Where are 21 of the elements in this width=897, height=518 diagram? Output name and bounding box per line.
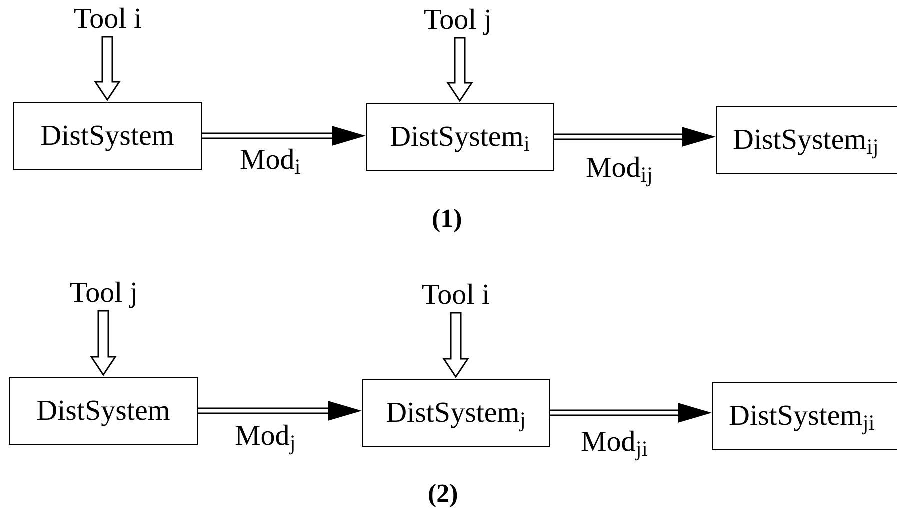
process-box: DistSystem$_{j}$	[362, 379, 550, 447]
process-box: DistSystem	[13, 102, 202, 170]
figure-number: (1)	[432, 206, 462, 232]
hollow-arrow	[442, 312, 470, 378]
process-box: DistSystem	[9, 377, 198, 445]
hollow-arrow	[446, 37, 474, 102]
process-box: DistSystem$_{i}$	[366, 103, 554, 171]
figure-number: (2)	[428, 481, 458, 507]
tool-label: Tool j	[416, 3, 500, 37]
hollow-arrow	[94, 36, 121, 102]
double-line-arrow	[201, 126, 366, 146]
process-box: DistSystem$_{ji}$	[712, 382, 897, 450]
edge-label: Mod$_{i}$	[240, 146, 301, 175]
double-line-arrow	[553, 127, 716, 147]
tool-label: Tool j	[62, 276, 146, 310]
tool-label: Tool i	[414, 278, 498, 312]
double-line-arrow	[197, 401, 362, 421]
double-line-arrow	[549, 403, 712, 423]
process-box: DistSystem$_{ij}$	[716, 106, 897, 174]
tool-label: Tool i	[66, 2, 150, 36]
hollow-arrow	[90, 310, 117, 376]
